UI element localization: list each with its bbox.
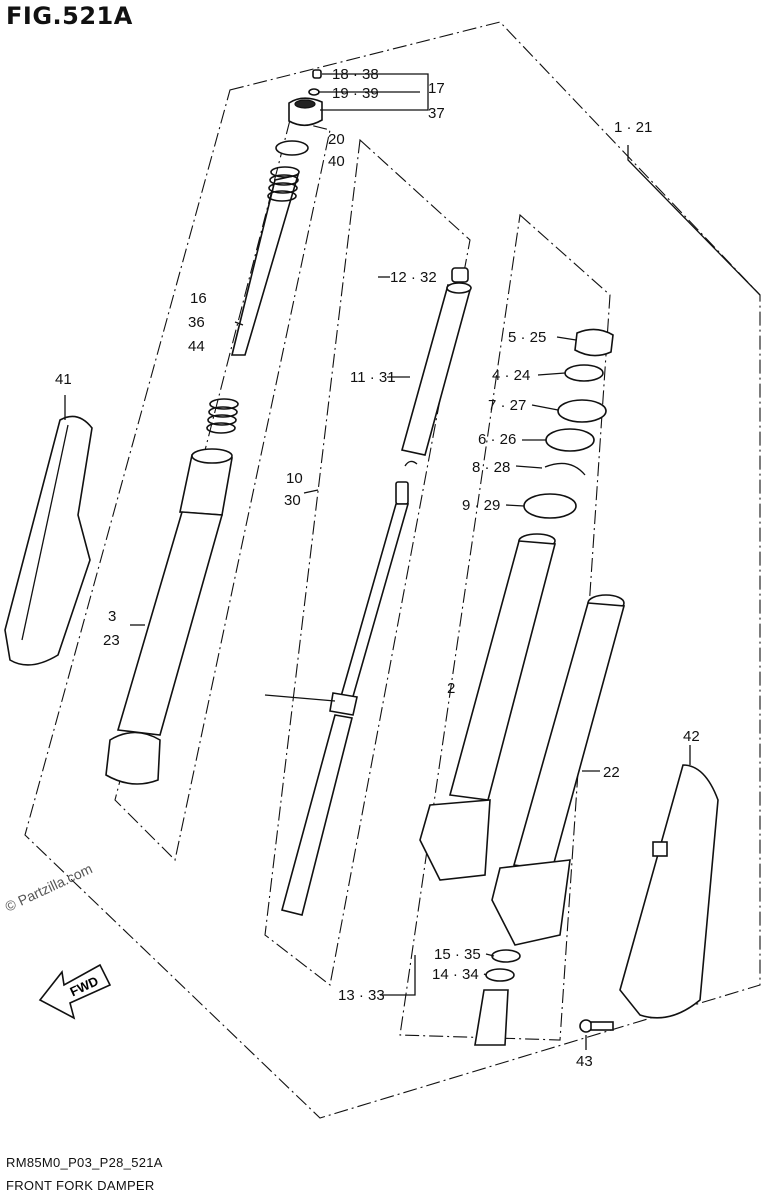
callout-16: 16 (190, 290, 207, 307)
inner-tube-group-boundary (264, 138, 471, 986)
damper-rod-part-10 (281, 481, 410, 916)
fork-guard-part-41 (4, 415, 93, 666)
bolt-part-43 (579, 1019, 614, 1033)
outer-tube-part-2 (419, 533, 557, 881)
outer-tube-part-22 (491, 594, 626, 946)
callout-6-26: 6 · 26 (478, 431, 516, 448)
callout-37: 37 (428, 105, 445, 122)
callout-20: 20 (328, 131, 345, 148)
callout-7-27: 7 · 27 (488, 397, 526, 414)
callout-18-38: 18 · 38 (332, 66, 379, 83)
callout-22: 22 (603, 764, 620, 781)
seal-stack (523, 328, 614, 519)
assembly-boundary (24, 21, 761, 1119)
callout-2: 2 (447, 680, 455, 697)
callout-3: 3 (108, 608, 116, 625)
callout-4-24: 4 · 24 (492, 367, 530, 384)
callout-40: 40 (328, 153, 345, 170)
callout-5-25: 5 · 25 (508, 329, 546, 346)
figure-title: FIG.521A (6, 2, 133, 30)
leader-lines (64, 73, 761, 1050)
callout-11-31: 11 · 31 (350, 369, 396, 386)
figure-code: RM85M0_P03_P28_521A (6, 1155, 163, 1170)
callout-42: 42 (683, 728, 700, 745)
callout-30: 30 (284, 492, 301, 509)
callout-14-34: 14 · 34 (432, 966, 479, 983)
callout-43: 43 (576, 1053, 593, 1070)
callout-41: 41 (55, 371, 72, 388)
fork-tube-part-3 (105, 448, 233, 785)
fork-guard-part-42 (619, 764, 719, 1019)
callout-13-33: 13 · 33 (338, 987, 385, 1004)
callout-44: 44 (188, 338, 205, 355)
callout-12-32: 12 · 32 (390, 269, 437, 286)
outer-tube-group-boundary (399, 213, 611, 1041)
inner-tube-part-11 (401, 267, 472, 467)
cap-bolt-assembly (275, 69, 323, 156)
watermark: © Partzilla.com (3, 860, 95, 914)
callout-8-28: 8 · 28 (472, 459, 510, 476)
forward-direction-arrow: FWD (38, 963, 112, 1020)
callout-15-35: 15 · 35 (434, 946, 481, 963)
callout-1-21: 1 · 21 (614, 119, 652, 136)
callout-19-39: 19 · 39 (332, 85, 379, 102)
callout-10: 10 (286, 470, 303, 487)
spring-part-16 (206, 166, 300, 434)
callout-17: 17 (428, 80, 445, 97)
figure-name: FRONT FORK DAMPER (6, 1178, 155, 1193)
callout-23: 23 (103, 632, 120, 649)
callout-9-29: 9 · 29 (462, 497, 500, 514)
callout-36: 36 (188, 314, 205, 331)
base-valve-part-13 (474, 949, 521, 1046)
